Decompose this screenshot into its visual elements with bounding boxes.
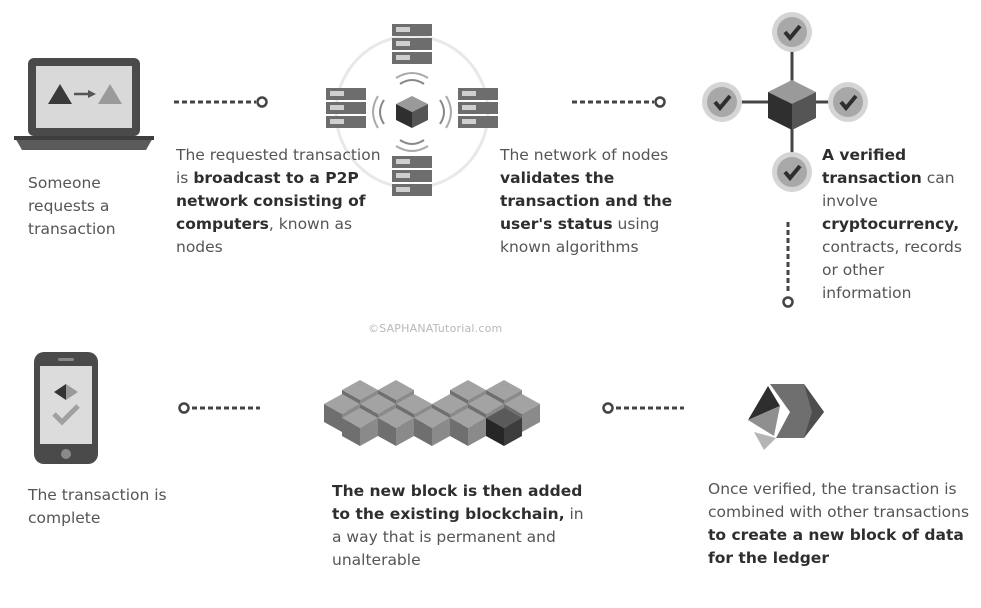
check-icon (828, 82, 868, 122)
step-combined-text: Once verified, the transaction is combin… (708, 478, 974, 570)
step-text-segment: cryptocurrency, (822, 215, 960, 233)
laptop-icon (14, 58, 154, 150)
step-text-segment: The transaction is complete (28, 486, 167, 527)
step-text-segment: A verified transaction (822, 146, 922, 187)
step-text-segment: can involve (822, 169, 955, 210)
step-added-text: The new block is then added to the exist… (332, 480, 594, 572)
node-network-icon (326, 24, 498, 196)
block-logo-icon (748, 384, 824, 450)
step-text-segment: in a way that is permanent and unalterab… (332, 505, 584, 569)
step-broadcast-text: The requested transaction is broadcast t… (176, 144, 382, 259)
step-validate-text: The network of nodes validates the trans… (500, 144, 696, 259)
verified-cube-icon (702, 12, 868, 192)
connector-5 (178, 402, 260, 414)
step-request-text: Someone requests a transaction (28, 172, 148, 241)
connector-4 (602, 402, 684, 414)
block-cube (414, 408, 450, 446)
check-icon (772, 152, 812, 192)
step-text-segment: , known as nodes (176, 215, 353, 256)
step-text-segment: broadcast to a P2P network consisting of… (176, 169, 366, 233)
watermark: ©SAPHANATutorial.com (368, 322, 503, 335)
block-cube (342, 408, 378, 446)
blockchain-icon (324, 380, 540, 446)
step-text-segment: Once verified, the transaction is combin… (708, 480, 970, 521)
step-text-segment: The requested transaction is (176, 146, 381, 187)
step-text-segment: using known algorithms (500, 215, 660, 256)
step-complete-text: The transaction is complete (28, 484, 178, 530)
connector-1 (174, 96, 268, 108)
block-cube (486, 408, 522, 446)
step-text-segment: validates the transaction and the user's… (500, 169, 673, 233)
block-cube (450, 408, 486, 446)
check-icon (702, 82, 742, 122)
connector-2 (572, 96, 666, 108)
step-text-segment: contracts, records or other information (822, 238, 962, 302)
step-text-segment: The new block is then added to the exist… (332, 482, 583, 523)
check-icon (772, 12, 812, 52)
step-verified-text: A verified transaction can involve crypt… (822, 144, 978, 305)
step-text-segment: to create a new block of data for the le… (708, 526, 964, 567)
smartphone-icon (34, 352, 98, 464)
connector-3 (782, 222, 794, 308)
step-text-segment: Someone requests a transaction (28, 174, 116, 238)
block-cube (378, 408, 414, 446)
step-text-segment: The network of nodes (500, 146, 669, 164)
